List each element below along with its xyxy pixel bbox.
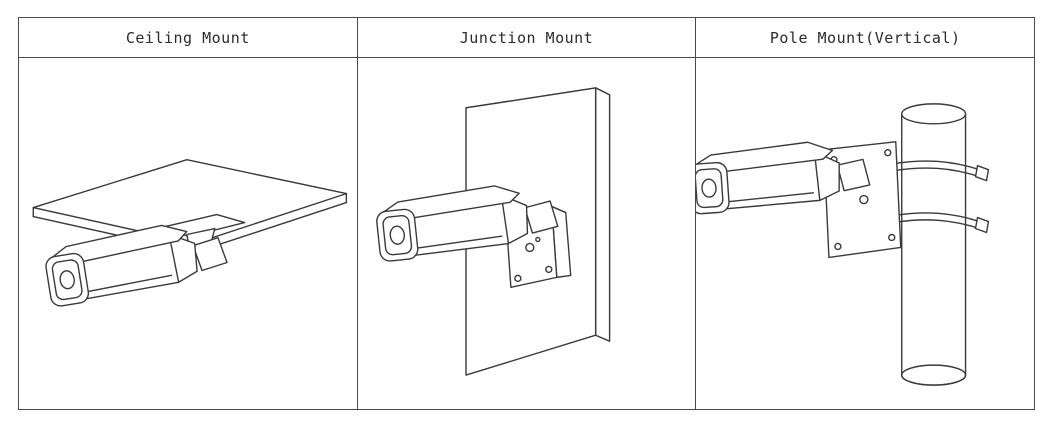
pole-strap-lower [893, 219, 981, 230]
pole-strap-clamp [975, 216, 990, 234]
illustration-cell-junction [358, 58, 696, 409]
column-header-label: Pole Mount(Vertical) [769, 28, 961, 47]
junction-mount-illustration [373, 87, 610, 376]
pole-cylinder [901, 113, 967, 386]
pole-strap-clamp [975, 164, 990, 182]
junction-box-screw [544, 265, 553, 274]
column-ceiling-mount: Ceiling Mount [19, 18, 358, 409]
pole-strap-upper [893, 167, 981, 178]
junction-box-screw [513, 274, 522, 283]
mount-plate-screw [888, 233, 896, 242]
ceiling-mount-illustration [32, 159, 348, 309]
pole-top-ellipse [901, 103, 967, 125]
mount-plate-knockout [859, 194, 869, 205]
column-pole-mount: Pole Mount(Vertical) [696, 18, 1035, 409]
mount-plate-screw [884, 149, 892, 157]
illustration-cell-ceiling [19, 58, 357, 409]
mount-plate-screw [834, 242, 842, 251]
wall-side-face [594, 87, 610, 342]
column-header-pole: Pole Mount(Vertical) [696, 18, 1035, 58]
pole-strap-lower [893, 212, 981, 223]
illustration-cell-pole [696, 58, 1034, 409]
column-header-label: Junction Mount [459, 28, 594, 47]
pole-mount-illustration [696, 103, 990, 386]
junction-box-knockout [534, 236, 541, 243]
column-header-label: Ceiling Mount [125, 28, 250, 47]
column-header-ceiling: Ceiling Mount [19, 18, 357, 58]
junction-box-knockout [524, 242, 535, 253]
pole-strap-upper [893, 160, 981, 171]
column-junction-mount: Junction Mount [357, 18, 697, 409]
pole-bottom-ellipse [901, 364, 967, 386]
mount-options-table: Ceiling Mount [18, 17, 1035, 410]
column-header-junction: Junction Mount [357, 18, 696, 58]
